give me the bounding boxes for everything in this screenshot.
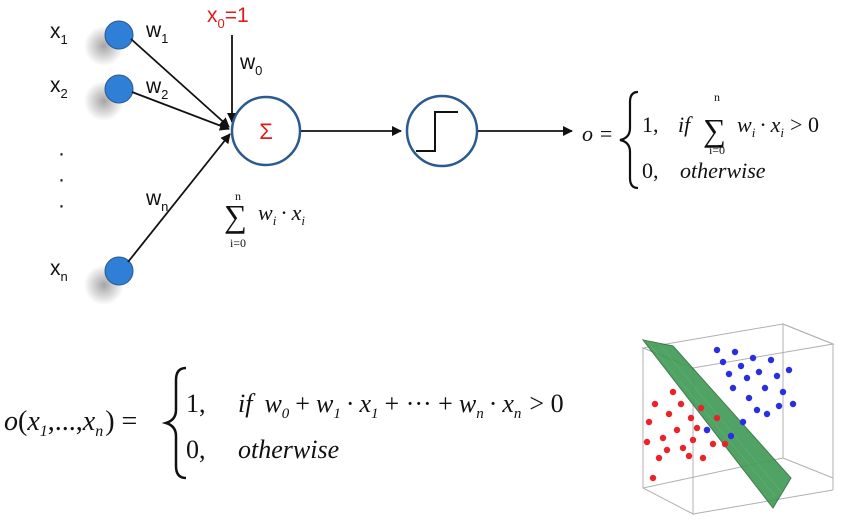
class-b-point (737, 362, 745, 370)
output-rule-case1-upper: n (714, 90, 720, 104)
full-rule-case2-text: otherwise (238, 435, 339, 464)
class-b-point (727, 432, 735, 440)
input-node-n (84, 256, 134, 305)
class-a-point (643, 438, 651, 446)
class-b-point (753, 406, 761, 414)
class-a-point (685, 452, 693, 460)
step-node (405, 94, 479, 168)
weight-label-1: w1 (145, 19, 168, 46)
separating-plane (641, 339, 792, 509)
edge-w1 (130, 38, 230, 128)
class-b-point (767, 356, 775, 364)
class-b-point (763, 410, 771, 418)
output-rule-case1-sigma: ∑ (703, 112, 726, 148)
input-node-1 (84, 20, 134, 66)
class-b-point (743, 374, 751, 382)
output-rule-case1-lower: i=0 (709, 143, 725, 157)
output-rule-brace (619, 90, 639, 190)
full-rule-lhs: o(x1,...,xn) = (4, 406, 137, 440)
class-a-point (677, 400, 685, 408)
class-b-point (761, 384, 769, 392)
class-b-point (745, 394, 753, 402)
class-a-point (713, 414, 721, 422)
scatter-3d (641, 323, 835, 515)
sum-formula-term: wi·xi (258, 200, 305, 228)
class-a-point (665, 410, 673, 418)
output-rule: o = 1, if n ∑ i=0 wi·xi> 0 0, otherwise (582, 90, 819, 190)
class-a-point (669, 388, 677, 396)
class-b-point (739, 418, 747, 426)
class-b-point (773, 372, 781, 380)
class-b-point (719, 358, 727, 366)
class-a-point (721, 440, 729, 448)
class-a-point (687, 414, 695, 422)
class-a-point (679, 444, 687, 452)
ellipsis-dot-3: · (58, 194, 65, 217)
class-a-point (693, 424, 701, 432)
class-b-point (703, 426, 711, 434)
input-label-n: xn (50, 257, 68, 284)
output-rule-case1-value: 1, (642, 112, 659, 137)
input-label-1: x1 (50, 20, 68, 47)
class-b-point (779, 388, 787, 396)
class-a-point (663, 446, 671, 454)
class-a-point (651, 400, 659, 408)
class-a-point (645, 418, 653, 426)
output-rule-case1-if: if (678, 112, 693, 137)
weight-label-2: w2 (145, 75, 168, 102)
edge-w2 (131, 91, 230, 131)
sum-formula-sigma: ∑ (224, 198, 247, 234)
class-a-point (697, 404, 705, 412)
class-a-point (699, 454, 707, 462)
class-b-point (731, 348, 739, 356)
input-label-2: x2 (50, 74, 68, 101)
class-b-point (749, 354, 757, 362)
output-rule-case2-value: 0, (642, 158, 659, 183)
bias-input-label: x0=1 (207, 4, 249, 31)
class-a-point (689, 436, 697, 444)
sum-node (230, 95, 302, 167)
class-b-point (785, 366, 793, 374)
class-b-point (789, 400, 797, 408)
sum-formula-upper: n (235, 189, 241, 203)
full-rule-case2-value: 0, (186, 435, 206, 464)
class-b-point (725, 370, 733, 378)
output-rule-case1-term: wi·xi> 0 (737, 112, 819, 140)
input-node-2 (84, 74, 134, 121)
full-rule-case1-value: 1, (186, 389, 206, 418)
edge-wn (127, 133, 231, 263)
class-b-point (713, 346, 721, 354)
class-a-point (659, 434, 667, 442)
class-b-point (729, 384, 737, 392)
class-a-point (673, 426, 681, 434)
weight-label-n: wn (145, 187, 168, 214)
output-rule-lhs: o = (582, 121, 613, 146)
ellipsis-dot-1: · (58, 142, 65, 165)
ellipsis-dot-2: · (58, 168, 65, 191)
step-function-icon (416, 111, 458, 152)
full-rule-brace (161, 366, 187, 480)
class-b-points (703, 346, 797, 440)
sum-formula: n ∑ i=0 wi·xi (224, 189, 305, 250)
output-rule-case2-text: otherwise (680, 158, 766, 183)
sum-node-symbol: Σ (259, 119, 273, 144)
class-b-point (775, 402, 783, 410)
class-b-point (755, 368, 763, 376)
class-a-point (655, 454, 663, 462)
sum-formula-lower: i=0 (230, 236, 246, 250)
class-a-point (649, 474, 657, 482)
bias-weight-label: w0 (239, 51, 262, 78)
class-a-point (709, 440, 717, 448)
